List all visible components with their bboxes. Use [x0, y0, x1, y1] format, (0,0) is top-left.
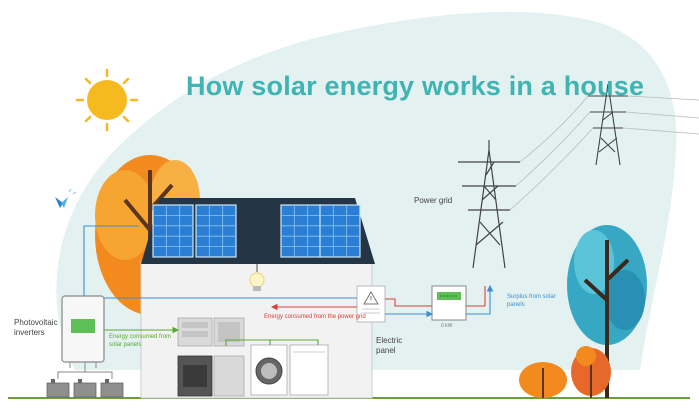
grid-flow-line [270, 286, 486, 311]
surplus-label: Surplus from solar panels [507, 294, 556, 308]
power-lines [509, 95, 699, 211]
solar-panel [280, 204, 322, 258]
solar-energy-label: Energy consumed from solar panels [109, 334, 172, 348]
warning-icon [363, 291, 379, 305]
power-pylon-small [588, 83, 628, 166]
meter-reading: 0 kW [441, 323, 453, 329]
fridge [213, 355, 245, 397]
photovoltaic-inverter [61, 295, 105, 368]
electric-panel-box [356, 285, 386, 323]
appliances [177, 317, 329, 397]
electric-meter [431, 285, 467, 321]
bird-icon [55, 188, 77, 208]
photovoltaic-inverters-label: Photovoltaic inverters [14, 318, 58, 337]
solar-flow-lines [104, 326, 319, 346]
solar-panels [152, 204, 361, 258]
surplus-flow-line [83, 225, 494, 318]
power-grid-label: Power grid [414, 196, 453, 205]
grid-energy-label: Energy consumed from the power grid [264, 314, 366, 320]
electric-panel-label: Electric panel [376, 336, 403, 355]
solar-panel [195, 204, 237, 258]
batteries [46, 362, 124, 398]
small-orange-trees [519, 346, 611, 398]
blue-tree [567, 225, 647, 398]
page-title: How solar energy works in a house [186, 71, 645, 101]
solar-panel [152, 204, 194, 258]
lightbulb-icon [249, 264, 265, 291]
power-pylon-large [458, 140, 520, 269]
solar-panel [319, 204, 361, 258]
dishwasher [289, 344, 329, 396]
sun-icon [75, 68, 139, 132]
